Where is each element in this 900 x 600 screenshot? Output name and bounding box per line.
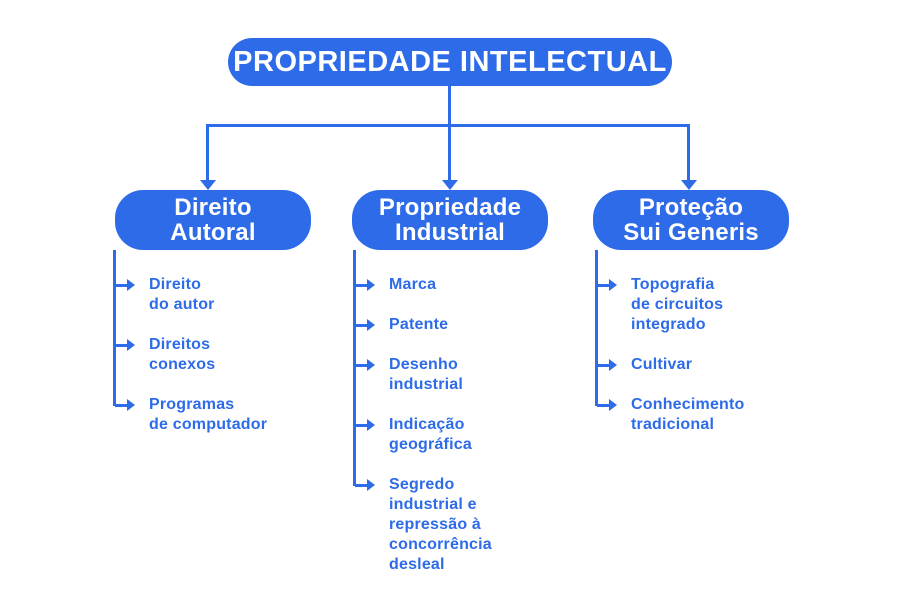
arrow-down-icon xyxy=(442,180,458,190)
branch-list-propriedade-industrial: Marca Patente Desenho industrial Indicaç… xyxy=(353,250,583,595)
arrow-down-icon xyxy=(681,180,697,190)
arrow-right-icon xyxy=(367,319,375,331)
branch-node-direito-autoral: Direito Autoral xyxy=(115,190,311,250)
list-item-label: Direitos conexos xyxy=(149,336,216,373)
arrow-right-icon xyxy=(127,339,135,351)
branch-list-line xyxy=(353,250,356,486)
branch-node-label: Propriedade Industrial xyxy=(378,194,522,246)
arrow-line xyxy=(355,324,367,327)
arrow-line xyxy=(115,284,127,287)
arrow-right-icon xyxy=(367,419,375,431)
list-item: Cultivar xyxy=(595,355,825,375)
arrow-line xyxy=(355,424,367,427)
arrow-right-icon xyxy=(367,479,375,491)
list-item-label: Direito do autor xyxy=(149,276,215,313)
arrow-line xyxy=(355,284,367,287)
list-item: Direito do autor xyxy=(113,275,343,315)
branch-node-label: Proteção Sui Generis xyxy=(623,194,759,246)
list-item-label: Segredo industrial e repressão à concorr… xyxy=(389,476,492,573)
list-item-label: Patente xyxy=(389,316,449,333)
arrow-line xyxy=(115,344,127,347)
branch-list-line xyxy=(113,250,116,406)
list-item-label: Marca xyxy=(389,276,437,293)
list-item: Direitos conexos xyxy=(113,335,343,375)
connector-drop-right xyxy=(687,124,690,180)
arrow-right-icon xyxy=(367,359,375,371)
list-item-label: Topografia de circuitos integrado xyxy=(631,276,724,333)
list-item-label: Desenho industrial xyxy=(389,356,464,393)
branch-node-propriedade-industrial: Propriedade Industrial xyxy=(352,190,548,250)
connector-drop-left xyxy=(206,124,209,180)
list-item: Desenho industrial xyxy=(353,355,583,395)
list-item-label: Indicação geográfica xyxy=(389,416,472,453)
list-item-label: Cultivar xyxy=(631,356,693,373)
branch-node-label: Direito Autoral xyxy=(170,194,256,246)
arrow-right-icon xyxy=(609,279,617,291)
arrow-line xyxy=(115,404,127,407)
list-item: Segredo industrial e repressão à concorr… xyxy=(353,475,583,575)
list-item: Programas de computador xyxy=(113,395,343,435)
list-item: Topografia de circuitos integrado xyxy=(595,275,825,335)
branch-list-protecao-sui-generis: Topografia de circuitos integrado Cultiv… xyxy=(595,250,825,455)
arrow-right-icon xyxy=(127,279,135,291)
arrow-line xyxy=(597,404,609,407)
arrow-right-icon xyxy=(609,399,617,411)
arrow-line xyxy=(355,364,367,367)
root-node-propriedade-intelectual: PROPRIEDADE INTELECTUAL xyxy=(228,38,672,86)
arrow-line xyxy=(597,364,609,367)
connector-root-stem xyxy=(448,86,451,126)
branch-node-protecao-sui-generis: Proteção Sui Generis xyxy=(593,190,789,250)
root-node-label: PROPRIEDADE INTELECTUAL xyxy=(233,45,667,78)
arrow-down-icon xyxy=(200,180,216,190)
list-item: Patente xyxy=(353,315,583,335)
branch-list-line xyxy=(595,250,598,406)
arrow-line xyxy=(355,484,367,487)
list-item: Indicação geográfica xyxy=(353,415,583,455)
list-item: Conhecimento tradicional xyxy=(595,395,825,435)
list-item-label: Conhecimento tradicional xyxy=(631,396,745,433)
branch-list-direito-autoral: Direito do autor Direitos conexos Progra… xyxy=(113,250,343,455)
arrow-right-icon xyxy=(367,279,375,291)
list-item-label: Programas de computador xyxy=(149,396,268,433)
list-item: Marca xyxy=(353,275,583,295)
arrow-line xyxy=(597,284,609,287)
arrow-right-icon xyxy=(609,359,617,371)
connector-drop-center xyxy=(448,124,451,180)
arrow-right-icon xyxy=(127,399,135,411)
